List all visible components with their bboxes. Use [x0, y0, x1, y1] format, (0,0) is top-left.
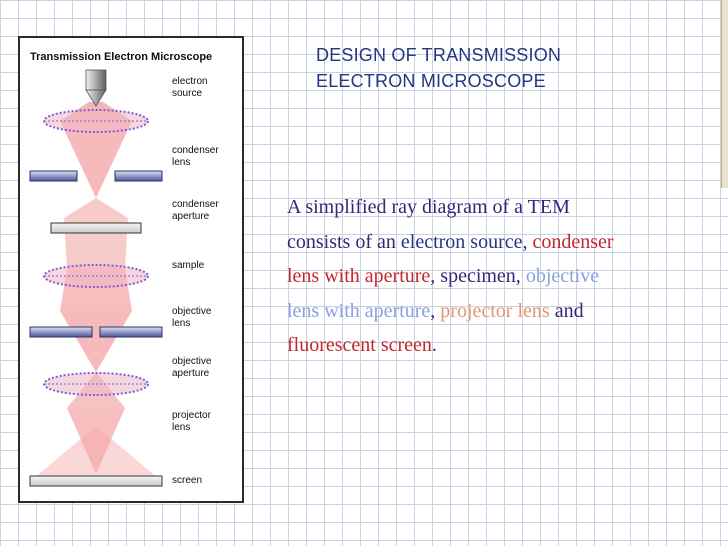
body-paragraph: A simplified ray diagram of a TEM consis…	[287, 190, 632, 363]
tem-diagram: Transmission Electron Microscope electro…	[18, 36, 244, 503]
tem-ray-diagram	[29, 69, 163, 487]
body-segment: ,	[522, 230, 533, 253]
label-condenser-aperture: condenser aperture	[172, 199, 219, 222]
condenser-aperture	[29, 170, 163, 182]
slide-title-line-1: DESIGN OF TRANSMISSION	[316, 45, 562, 65]
body-segment: condenser lens with aperture	[287, 230, 614, 288]
objective-aperture	[29, 326, 163, 338]
projector-lens	[43, 372, 149, 396]
electron-beam	[32, 102, 160, 480]
diagram-title: Transmission Electron Microscope	[30, 51, 213, 63]
label-electron-source: electron source	[172, 76, 208, 99]
condenser-lens	[43, 109, 149, 133]
body-segment: fluorescent screen	[287, 334, 432, 357]
body-segment: and	[549, 299, 584, 322]
label-projector-lens: projector lens	[172, 410, 211, 433]
objective-lens	[43, 264, 149, 288]
label-objective-aperture: objective aperture	[172, 356, 212, 379]
body-segment: ,	[430, 299, 441, 322]
electron-source-gun	[85, 69, 107, 107]
body-segment: .	[431, 334, 437, 357]
label-sample: sample	[172, 260, 205, 271]
body-segment: , specimen,	[430, 265, 526, 288]
body-segment: objective lens with aperture	[287, 265, 600, 322]
body-segment: electron source	[400, 230, 523, 253]
fluorescent-screen	[29, 475, 163, 487]
slide-title-line-2: ELECTRON MICROSCOPE	[316, 71, 546, 91]
sample-slide	[50, 222, 142, 234]
slide-title: DESIGN OF TRANSMISSION ELECTRON MICROSCO…	[316, 42, 636, 94]
body-segment: A simplified ray diagram of a TEM consis…	[287, 196, 570, 253]
slide-side-bar-edge	[721, 0, 722, 188]
label-screen: screen	[172, 475, 203, 486]
label-condenser-lens: condenser lens	[172, 145, 219, 168]
label-objective-lens: objective lens	[172, 306, 212, 329]
body-segment: projector lens	[440, 299, 550, 322]
slide-side-bar	[721, 0, 728, 188]
